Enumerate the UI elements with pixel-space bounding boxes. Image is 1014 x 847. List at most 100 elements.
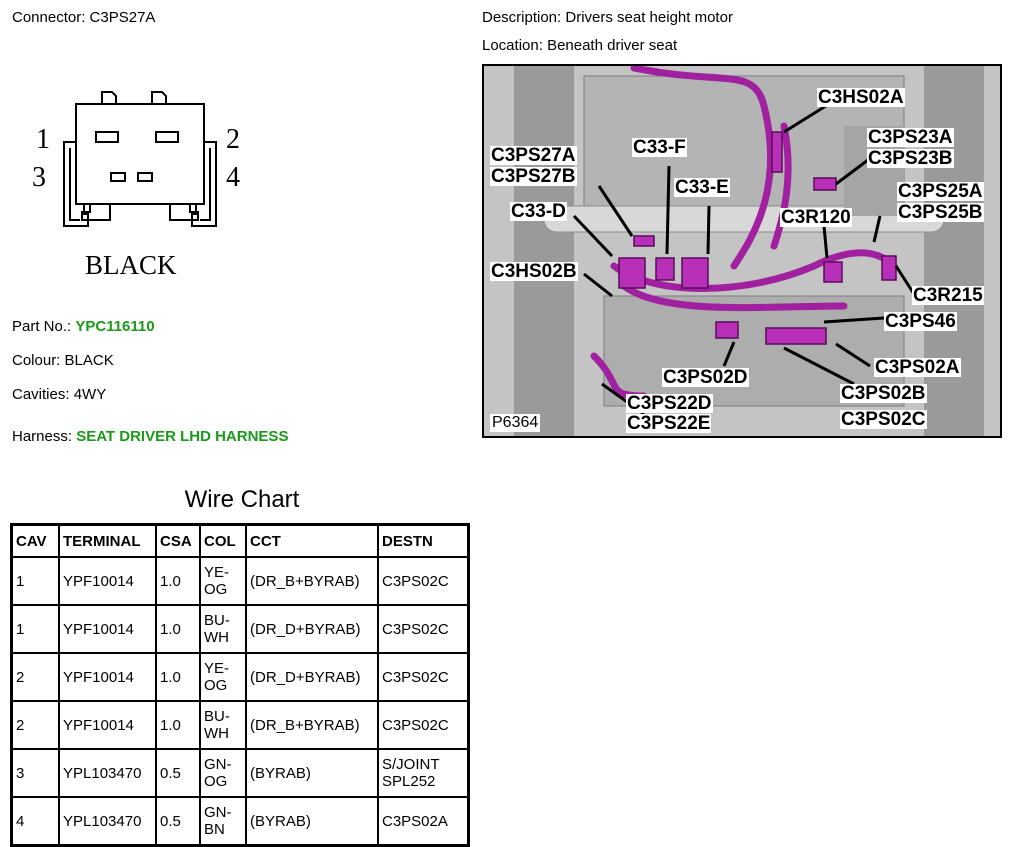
callout-c3ps46: C3PS46 <box>884 311 957 332</box>
header-destn: DESTN <box>377 523 470 558</box>
table-row: 2 YPF10014 1.0 YE-OG (DR_D+BYRAB) C3PS02… <box>10 652 470 702</box>
destn-part: C3PS02C <box>382 716 449 734</box>
cell-cav: 4 <box>10 796 60 847</box>
cavities-line: Cavities: 4WY <box>12 386 106 403</box>
col-part: BN <box>204 821 225 838</box>
colour-label: Colour: <box>12 352 61 369</box>
col-part: YE- <box>204 564 230 581</box>
colour-value: BLACK <box>64 352 114 369</box>
col-part: GN- <box>204 756 232 773</box>
callout-c3hs02b: C3HS02B <box>490 261 578 282</box>
callout-c3ps23b: C3PS23B <box>867 148 954 169</box>
cell-col: GN-BN <box>199 796 247 847</box>
header-csa: CSA <box>155 523 201 558</box>
cell-csa: 0.5 <box>155 796 201 847</box>
col-part: OG <box>204 581 228 598</box>
callout-c3hs02a: C3HS02A <box>817 87 905 108</box>
callout-c3ps25a: C3PS25A <box>897 181 984 202</box>
cell-terminal: YPF10014 <box>58 556 157 606</box>
col-part: BU- <box>204 708 230 725</box>
connector-colour-caption: BLACK <box>85 250 177 280</box>
description-value: Drivers seat height motor <box>565 9 733 26</box>
table-row: 1 YPF10014 1.0 YE-OG (DR_B+BYRAB) C3PS02… <box>10 556 470 606</box>
description-label: Description: <box>482 9 562 26</box>
cell-col: YE-OG <box>199 652 247 702</box>
header-cct: CCT <box>245 523 379 558</box>
photo-reference: P6364 <box>490 414 541 432</box>
table-row: 4 YPL103470 0.5 GN-BN (BYRAB) C3PS02A <box>10 796 470 847</box>
wire-chart-header-row: CAV TERMINAL CSA COL CCT DESTN <box>10 523 470 558</box>
cell-cct: (BYRAB) <box>245 748 379 798</box>
cell-col: BU-WH <box>199 700 247 750</box>
connector-pinout-diagram: 1 2 3 4 <box>20 80 260 290</box>
cell-csa: 1.0 <box>155 604 201 654</box>
pin-2-number: 2 <box>226 124 240 155</box>
wire-chart-title: Wire Chart <box>184 486 300 513</box>
cell-cav: 2 <box>10 652 60 702</box>
cell-destn: C3PS02C <box>377 700 470 750</box>
cell-cct: (DR_B+BYRAB) <box>245 700 379 750</box>
callout-c3ps25b: C3PS25B <box>897 202 984 223</box>
cell-csa: 1.0 <box>155 652 201 702</box>
header-terminal: TERMINAL <box>58 523 157 558</box>
harness-label: Harness: <box>12 428 73 445</box>
table-row: 1 YPF10014 1.0 BU-WH (DR_D+BYRAB) C3PS02… <box>10 604 470 654</box>
destn-part: SPL252 <box>382 773 436 790</box>
cell-col: BU-WH <box>199 604 247 654</box>
colour-line: Colour: BLACK <box>12 352 114 369</box>
cell-csa: 1.0 <box>155 556 201 606</box>
location-line: Location: Beneath driver seat <box>482 37 677 54</box>
destn-part: C3PS02C <box>382 620 449 638</box>
cell-destn: C3PS02C <box>377 556 470 606</box>
location-value: Beneath driver seat <box>547 37 678 54</box>
cell-terminal: YPF10014 <box>58 652 157 702</box>
location-label: Location: <box>482 37 543 54</box>
callout-c33-e: C33-E <box>674 177 730 198</box>
col-part: OG <box>204 773 228 790</box>
destn-part: S/JOINT <box>382 756 440 773</box>
header-col: COL <box>199 523 247 558</box>
cell-cct: (DR_D+BYRAB) <box>245 652 379 702</box>
callout-c3ps02d: C3PS02D <box>662 367 749 388</box>
pin-1-number: 1 <box>36 124 50 155</box>
cell-destn: C3PS02C <box>377 652 470 702</box>
callout-c33-f: C33-F <box>632 137 687 158</box>
header-cav: CAV <box>10 523 60 558</box>
callout-c3ps02a: C3PS02A <box>874 357 961 378</box>
part-no-value: YPC116110 <box>75 318 155 335</box>
callout-c33-d: C33-D <box>510 201 567 222</box>
cell-destn: C3PS02A <box>377 796 470 847</box>
pin-4-number: 4 <box>226 162 240 193</box>
cell-csa: 0.5 <box>155 748 201 798</box>
cavities-label: Cavities: <box>12 386 70 403</box>
part-no-label: Part No.: <box>12 318 72 335</box>
callout-c3ps23a: C3PS23A <box>867 127 954 148</box>
callout-c3ps02c: C3PS02C <box>840 409 927 430</box>
cell-cav: 2 <box>10 700 60 750</box>
cell-terminal: YPF10014 <box>58 604 157 654</box>
col-part: WH <box>204 629 229 646</box>
cell-terminal: YPL103470 <box>58 796 157 847</box>
destn-part: C3PS02A <box>382 812 448 830</box>
cell-cct: (BYRAB) <box>245 796 379 847</box>
col-part: WH <box>204 725 229 742</box>
col-part: OG <box>204 677 228 694</box>
callout-c3r215: C3R215 <box>912 285 984 306</box>
cell-csa: 1.0 <box>155 700 201 750</box>
cell-col: YE-OG <box>199 556 247 606</box>
cell-terminal: YPF10014 <box>58 700 157 750</box>
harness-value: SEAT DRIVER LHD HARNESS <box>76 428 289 445</box>
connector-label: Connector: <box>12 9 86 26</box>
callout-c3ps22e: C3PS22E <box>626 413 712 434</box>
callout-c3ps22d: C3PS22D <box>626 393 713 414</box>
col-part: BU- <box>204 612 230 629</box>
destn-part: C3PS02C <box>382 572 449 590</box>
destn-part: C3PS02C <box>382 668 449 686</box>
wire-chart-table: CAV TERMINAL CSA COL CCT DESTN 1 YPF1001… <box>10 523 470 847</box>
table-row: 2 YPF10014 1.0 BU-WH (DR_B+BYRAB) C3PS02… <box>10 700 470 750</box>
harness-line: Harness: SEAT DRIVER LHD HARNESS <box>12 428 288 445</box>
cavities-value: 4WY <box>73 386 107 403</box>
connector-face-drawing <box>63 91 217 227</box>
